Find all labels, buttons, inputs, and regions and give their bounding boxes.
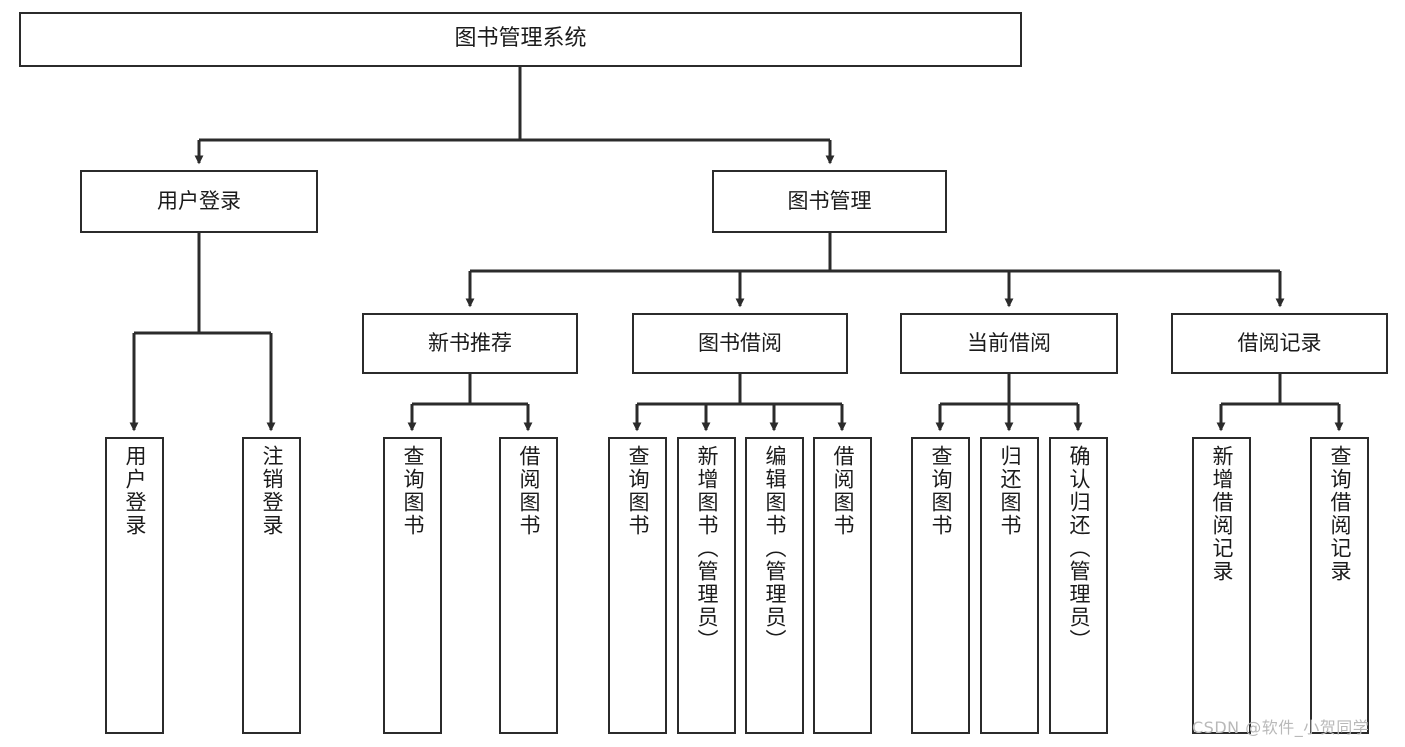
node-label: 图书借阅 — [698, 330, 782, 355]
node-new-book-recommend[interactable]: 新书推荐 — [362, 313, 578, 374]
node-current-borrow[interactable]: 当前借阅 — [900, 313, 1118, 374]
node-leaf-query-book-1[interactable]: 查询图书 — [383, 437, 442, 734]
node-leaf-query-borrow-record[interactable]: 查询借阅记录 — [1310, 437, 1369, 734]
node-label: 用户登录 — [123, 445, 147, 537]
node-label: 归还图书 — [998, 445, 1022, 537]
node-label: 查询图书 — [401, 445, 425, 537]
node-book-management[interactable]: 图书管理 — [712, 170, 947, 233]
node-label: 用户登录 — [157, 188, 241, 213]
node-leaf-confirm-return[interactable]: 确认归还（管理员） — [1049, 437, 1108, 734]
node-leaf-query-book-3[interactable]: 查询图书 — [911, 437, 970, 734]
node-label: 借阅记录 — [1237, 330, 1322, 355]
node-label: 查询借阅记录 — [1328, 445, 1352, 583]
node-label: 新增借阅记录 — [1210, 445, 1234, 583]
node-leaf-add-borrow-record[interactable]: 新增借阅记录 — [1192, 437, 1251, 734]
node-label: 图书管理系统 — [454, 26, 587, 52]
node-label: 注销登录 — [260, 445, 284, 537]
node-book-management-system[interactable]: 图书管理系统 — [19, 12, 1022, 67]
node-label: 编辑图书（管理员） — [763, 445, 787, 652]
node-label: 借阅图书 — [517, 445, 541, 537]
node-leaf-logout-login[interactable]: 注销登录 — [242, 437, 301, 734]
node-leaf-return-book[interactable]: 归还图书 — [980, 437, 1039, 734]
node-book-borrow[interactable]: 图书借阅 — [632, 313, 848, 374]
node-label: 查询图书 — [929, 445, 953, 537]
node-user-login[interactable]: 用户登录 — [80, 170, 318, 233]
node-leaf-borrow-book-1[interactable]: 借阅图书 — [499, 437, 558, 734]
node-label: 当前借阅 — [967, 330, 1051, 355]
node-borrow-record[interactable]: 借阅记录 — [1171, 313, 1388, 374]
node-label: 确认归还（管理员） — [1067, 445, 1091, 652]
node-leaf-user-login[interactable]: 用户登录 — [105, 437, 164, 734]
node-label: 新书推荐 — [428, 330, 512, 355]
watermark-text: CSDN @软件_小贺同学 — [1192, 718, 1370, 737]
node-leaf-edit-book[interactable]: 编辑图书（管理员） — [745, 437, 804, 734]
node-label: 图书管理 — [787, 188, 872, 213]
node-leaf-add-book[interactable]: 新增图书（管理员） — [677, 437, 736, 734]
node-label: 新增图书（管理员） — [695, 445, 719, 652]
node-label: 查询图书 — [626, 445, 650, 537]
node-label: 借阅图书 — [831, 445, 855, 537]
node-leaf-borrow-book-2[interactable]: 借阅图书 — [813, 437, 872, 734]
node-leaf-query-book-2[interactable]: 查询图书 — [608, 437, 667, 734]
